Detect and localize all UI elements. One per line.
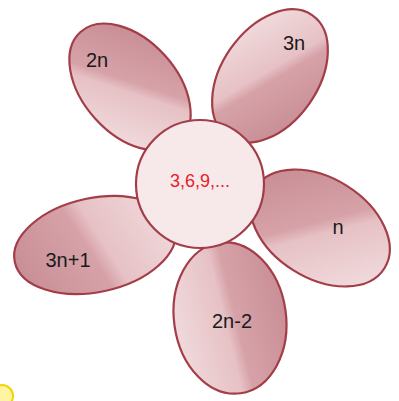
petal-label: 2n [86,50,108,70]
sequence-label: 3,6,9,... [170,172,230,190]
petal: 2n-2 [160,238,300,398]
petal-label: 3n [283,33,305,53]
petal-label: 3n+1 [45,250,90,270]
petal-label: 2n-2 [212,311,252,331]
petal-label: n [332,217,343,237]
center-circle: 3,6,9,... [134,118,266,250]
